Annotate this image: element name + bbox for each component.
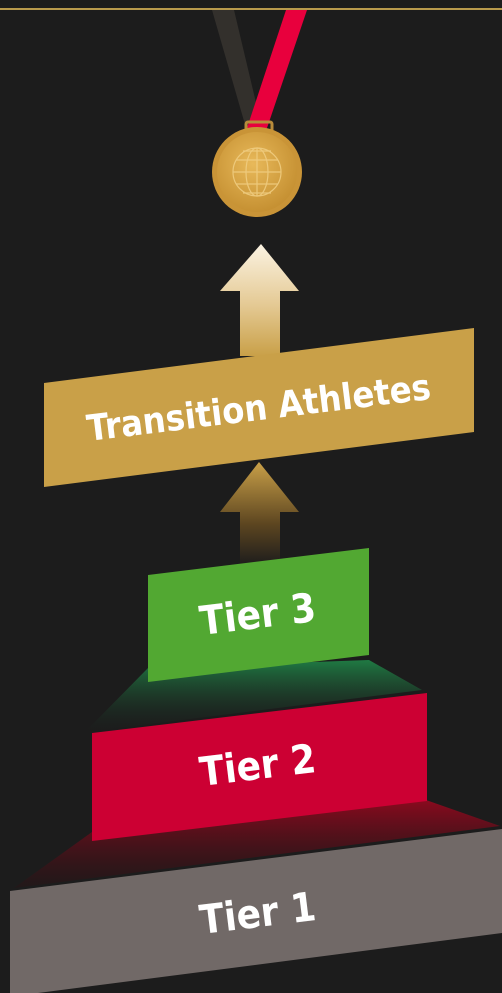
top-border-line xyxy=(0,8,502,10)
tier1-banner xyxy=(10,829,502,993)
tier2-glow xyxy=(14,800,500,888)
tier2-banner xyxy=(92,693,427,841)
tier3-banner xyxy=(148,548,369,682)
medal-ribbon xyxy=(212,10,307,128)
arrow-to-transition xyxy=(220,462,299,566)
arrow-to-medal xyxy=(220,244,299,356)
globe-medal-icon xyxy=(212,120,302,217)
transition-athletes-banner xyxy=(44,328,474,487)
top-border xyxy=(0,0,502,10)
